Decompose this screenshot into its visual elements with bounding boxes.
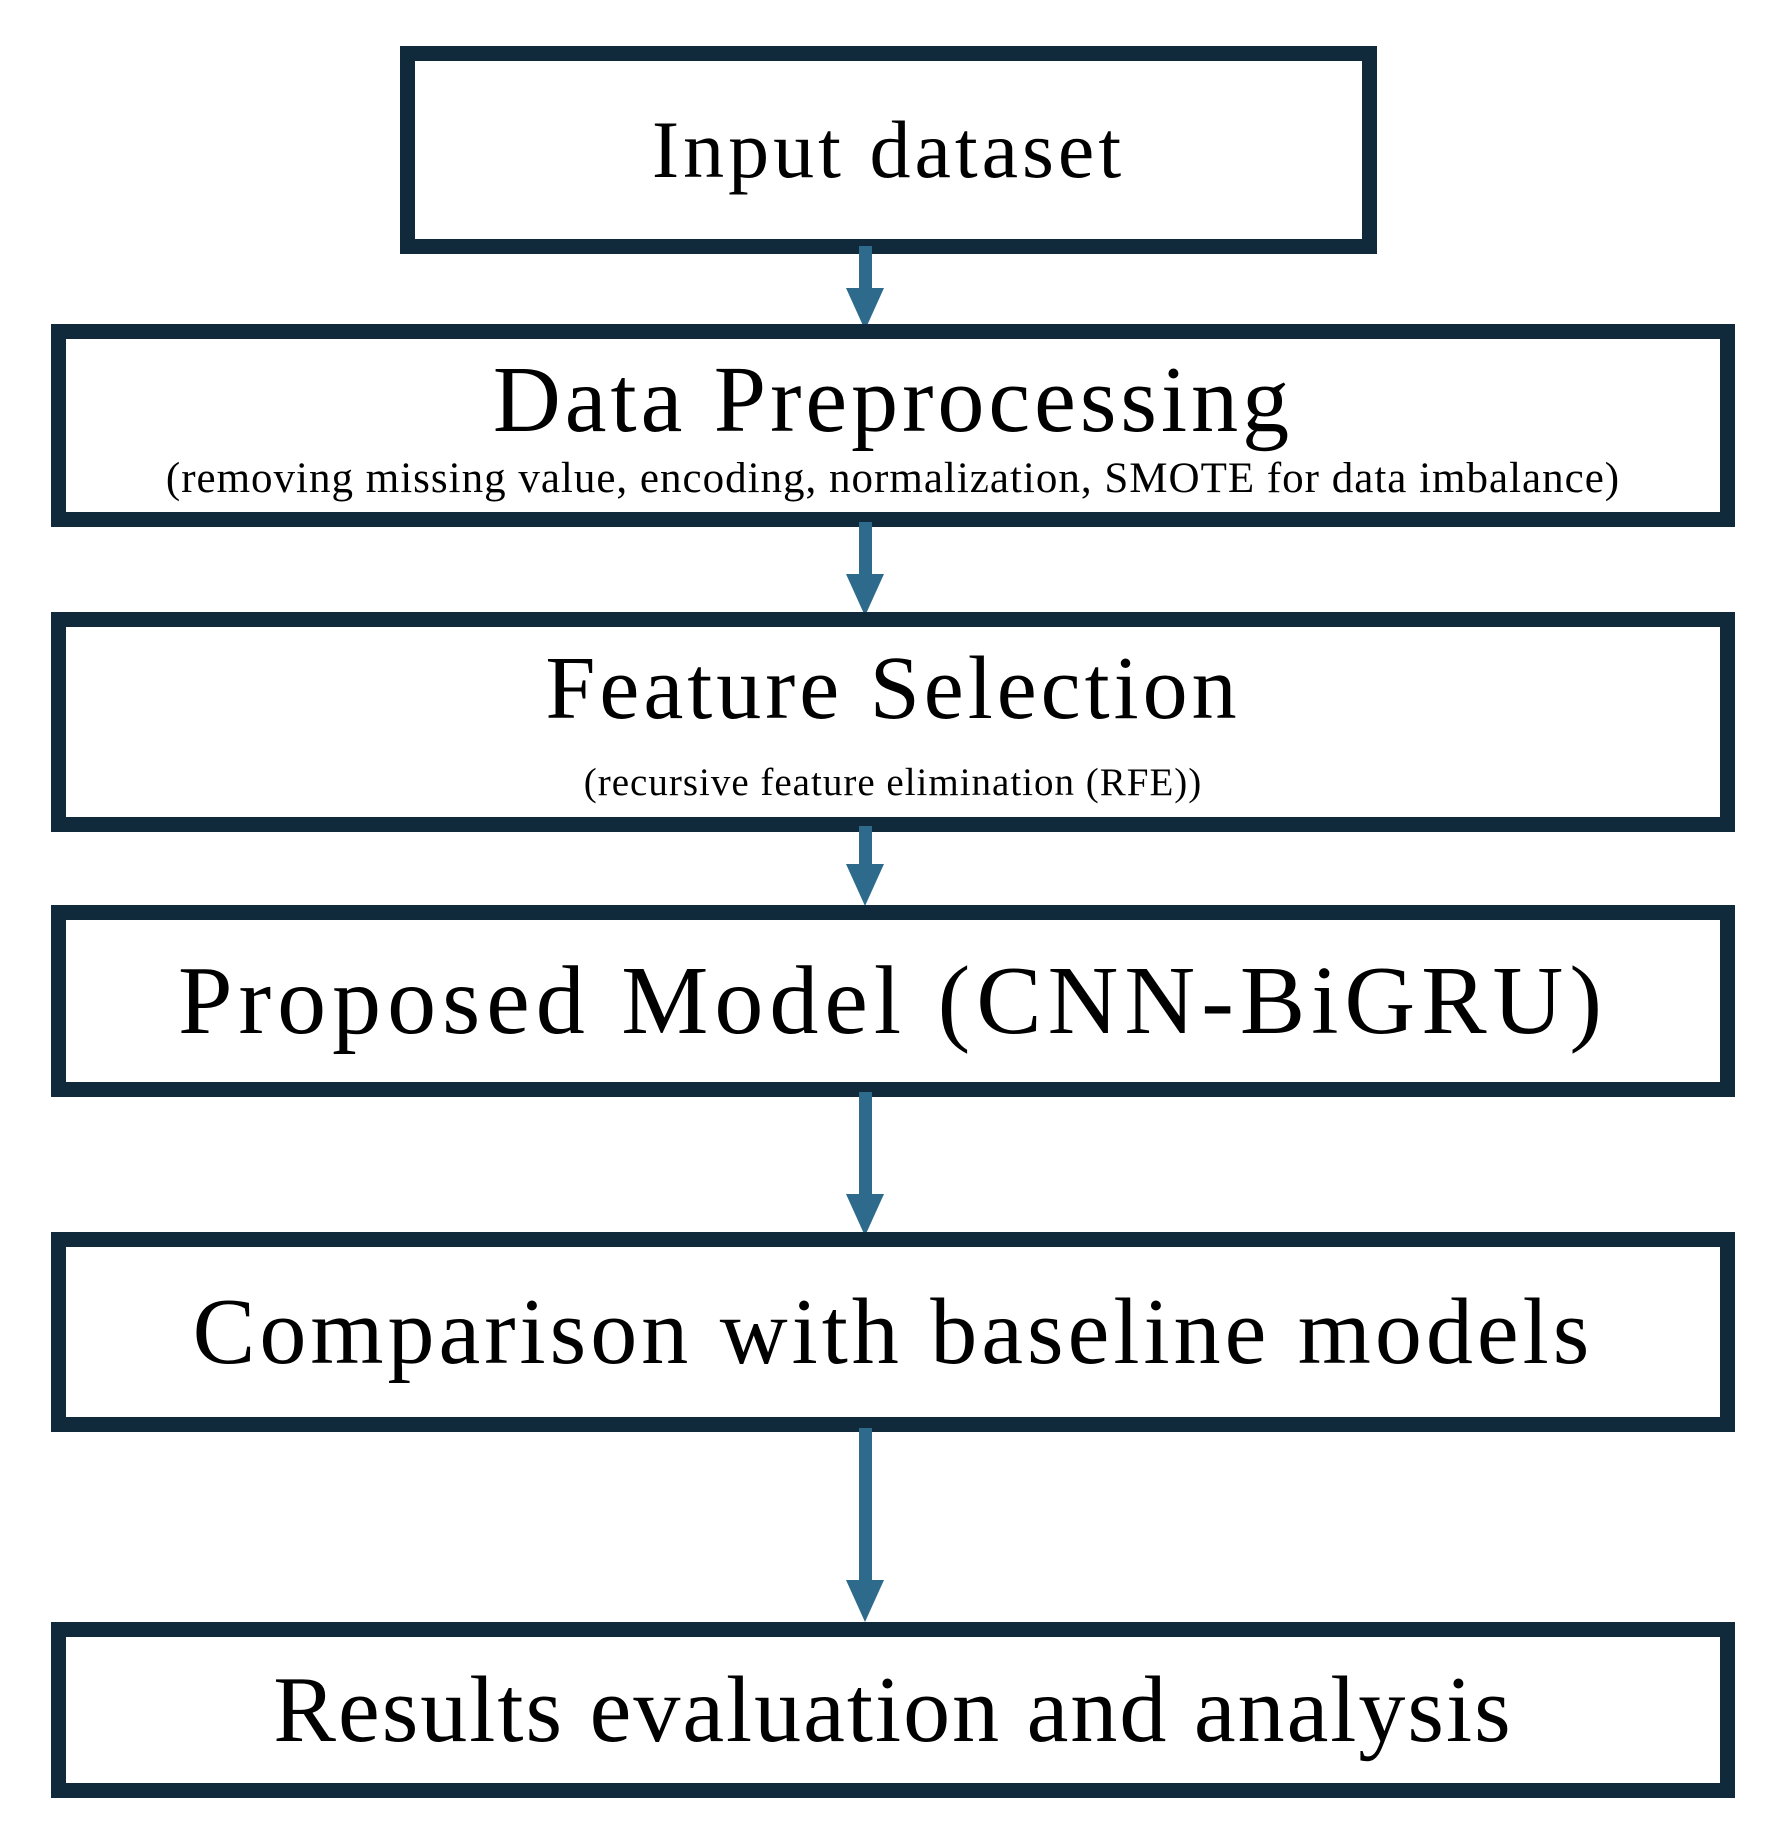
flow-arrow-down-icon xyxy=(846,246,884,330)
arrow-shaft xyxy=(858,1428,872,1580)
arrow-shaft xyxy=(858,826,872,864)
flow-arrow-down-icon xyxy=(846,1428,884,1622)
node-title: Input dataset xyxy=(651,103,1126,195)
node-title: Data Preprocessing xyxy=(492,347,1294,452)
flow-arrow-down-icon xyxy=(846,826,884,906)
flow-node-data-preprocessing: Data Preprocessing (removing missing val… xyxy=(51,324,1735,527)
flow-node-input-dataset: Input dataset xyxy=(400,46,1377,254)
node-subtitle: (recursive feature elimination (RFE)) xyxy=(583,760,1203,804)
arrow-head-icon xyxy=(846,864,884,906)
arrow-shaft xyxy=(858,1092,872,1194)
flow-node-feature-selection: Feature Selection (recursive feature eli… xyxy=(51,612,1735,832)
flow-arrow-down-icon xyxy=(846,522,884,616)
node-title: Proposed Model (CNN-BiGRU) xyxy=(178,946,1608,1055)
arrow-shaft xyxy=(858,246,872,288)
flow-node-results: Results evaluation and analysis xyxy=(51,1622,1735,1798)
arrow-head-icon xyxy=(846,1194,884,1236)
arrow-shaft xyxy=(858,522,872,574)
arrow-head-icon xyxy=(846,1580,884,1622)
node-title: Feature Selection xyxy=(545,639,1241,739)
flow-node-proposed-model: Proposed Model (CNN-BiGRU) xyxy=(51,905,1735,1097)
flow-node-comparison: Comparison with baseline models xyxy=(51,1232,1735,1432)
node-title: Comparison with baseline models xyxy=(192,1279,1594,1384)
node-subtitle: (removing missing value, encoding, norma… xyxy=(165,455,1621,503)
node-title: Results evaluation and analysis xyxy=(273,1657,1513,1762)
flow-arrow-down-icon xyxy=(846,1092,884,1236)
arrow-head-icon xyxy=(846,288,884,330)
arrow-head-icon xyxy=(846,574,884,616)
